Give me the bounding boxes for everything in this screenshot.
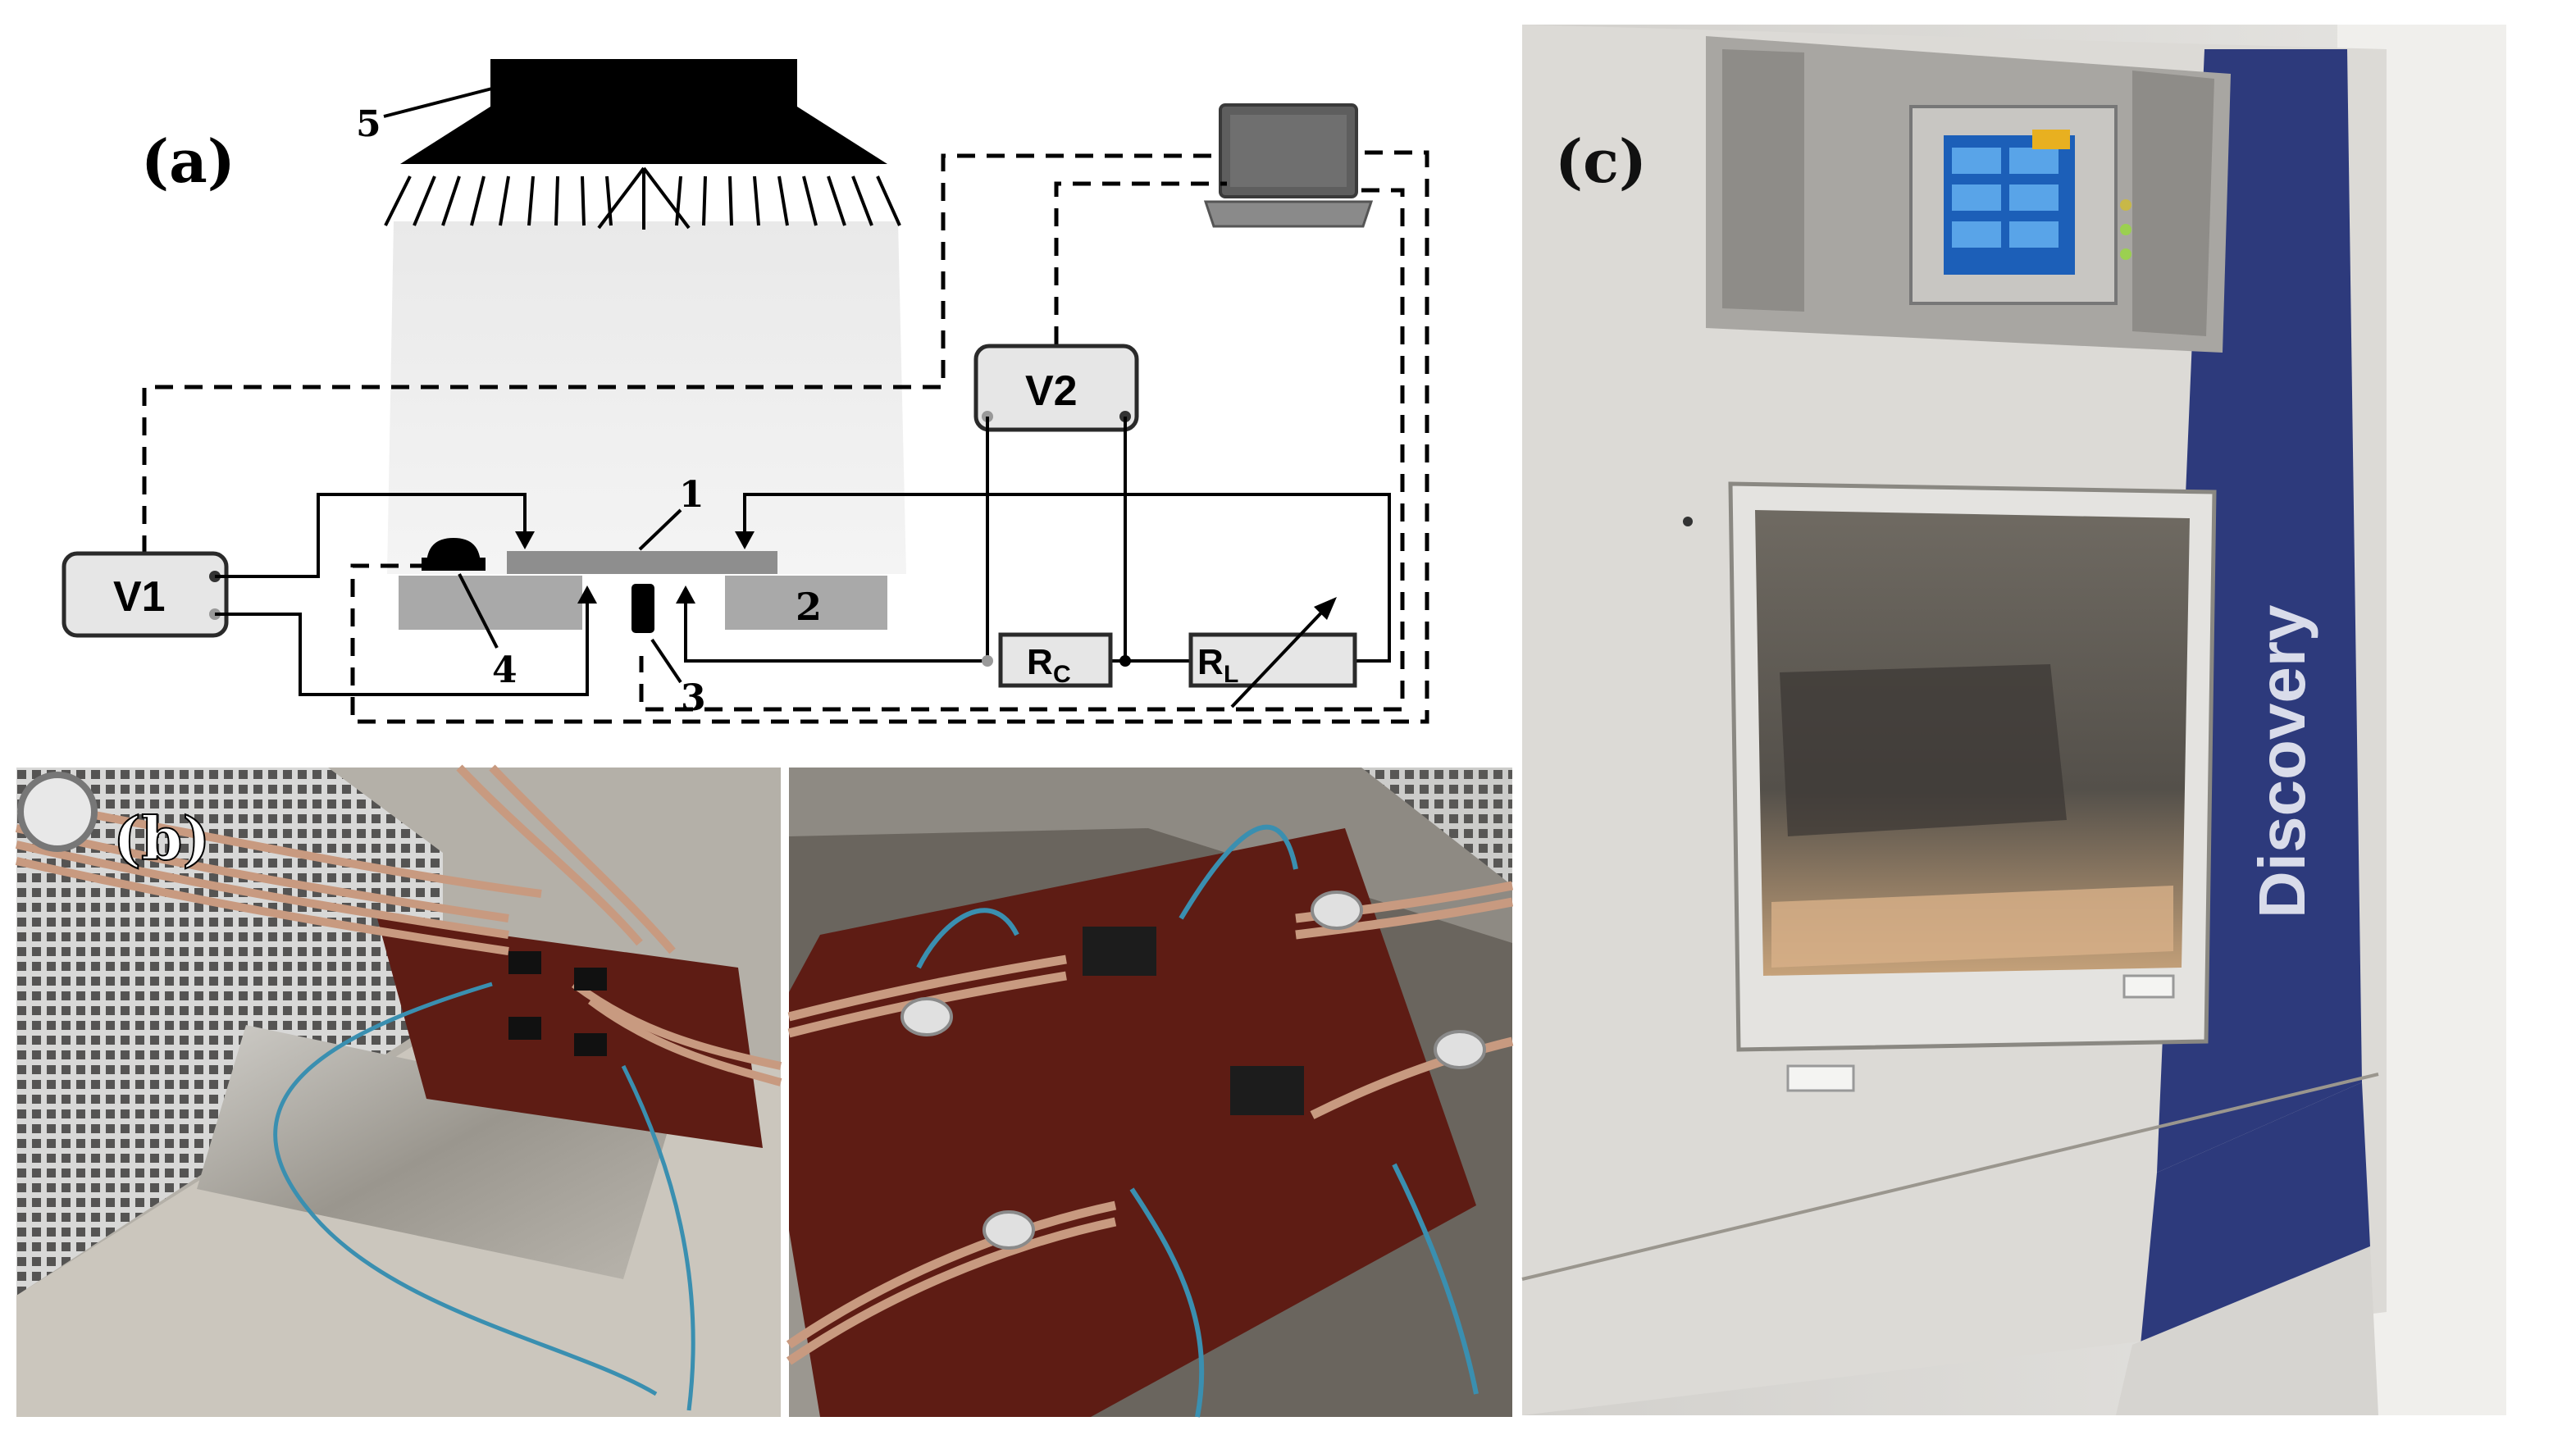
chamber-window xyxy=(1728,481,2217,1092)
sensor-chips-left xyxy=(508,951,607,1056)
resistor-rl: R L xyxy=(1188,597,1357,708)
laptop-icon xyxy=(1203,103,1374,228)
callout-2: 2 xyxy=(796,585,822,629)
v1-label: V1 xyxy=(113,573,166,621)
door-seam xyxy=(1521,1073,2379,1281)
light-beam xyxy=(387,221,906,574)
rl-label: R xyxy=(1197,642,1224,682)
blue-wire-left xyxy=(273,982,695,1411)
callout-1: 1 xyxy=(679,474,704,516)
resistor-rc: R C xyxy=(998,632,1113,688)
callout-3: 3 xyxy=(681,677,706,719)
rl-subscript: L xyxy=(1224,661,1238,688)
holder-left xyxy=(399,576,582,630)
v2-label: V2 xyxy=(1025,367,1078,415)
wire-arrowheads xyxy=(515,531,755,604)
callout-5: 5 xyxy=(356,103,381,145)
cable-clamps-right xyxy=(900,891,1486,1250)
voltmeter-v2: V2 xyxy=(973,344,1139,432)
voltmeter-v1: V1 xyxy=(62,551,229,638)
clamp-bracket xyxy=(197,1025,672,1279)
panel-c-label: (c) xyxy=(1555,126,1647,196)
sensor-chips-right xyxy=(1083,927,1304,1115)
panel-a-label: (a) xyxy=(141,126,235,196)
control-panel xyxy=(1706,36,2231,353)
panel-b-label: (b) xyxy=(113,804,210,873)
blue-wire-right xyxy=(916,824,1479,1418)
data-bus-lines xyxy=(142,150,1429,724)
panel-b-photo-left: (b) xyxy=(15,764,782,1417)
sensor-3 xyxy=(631,584,654,633)
sensor-4 xyxy=(422,538,486,571)
panel-c-chamber-photo: Discovery xyxy=(1521,25,2506,1415)
cable-bundle-left xyxy=(15,764,782,1086)
panel-b-photo-right xyxy=(786,768,1514,1418)
panel-a-schematic: 5 (a) V1 V2 xyxy=(62,59,1429,724)
callout-4: 4 xyxy=(492,649,517,691)
circuit-wires xyxy=(215,417,1391,696)
rc-label: R xyxy=(1027,642,1053,682)
lamp-simulator xyxy=(384,59,901,230)
brand-label: Discovery xyxy=(2245,604,2318,918)
sample-plate xyxy=(507,551,777,574)
rc-subscript: C xyxy=(1053,661,1071,688)
lamp-rays xyxy=(384,166,901,230)
holder-right xyxy=(725,576,887,630)
test-board-left xyxy=(377,918,763,1148)
